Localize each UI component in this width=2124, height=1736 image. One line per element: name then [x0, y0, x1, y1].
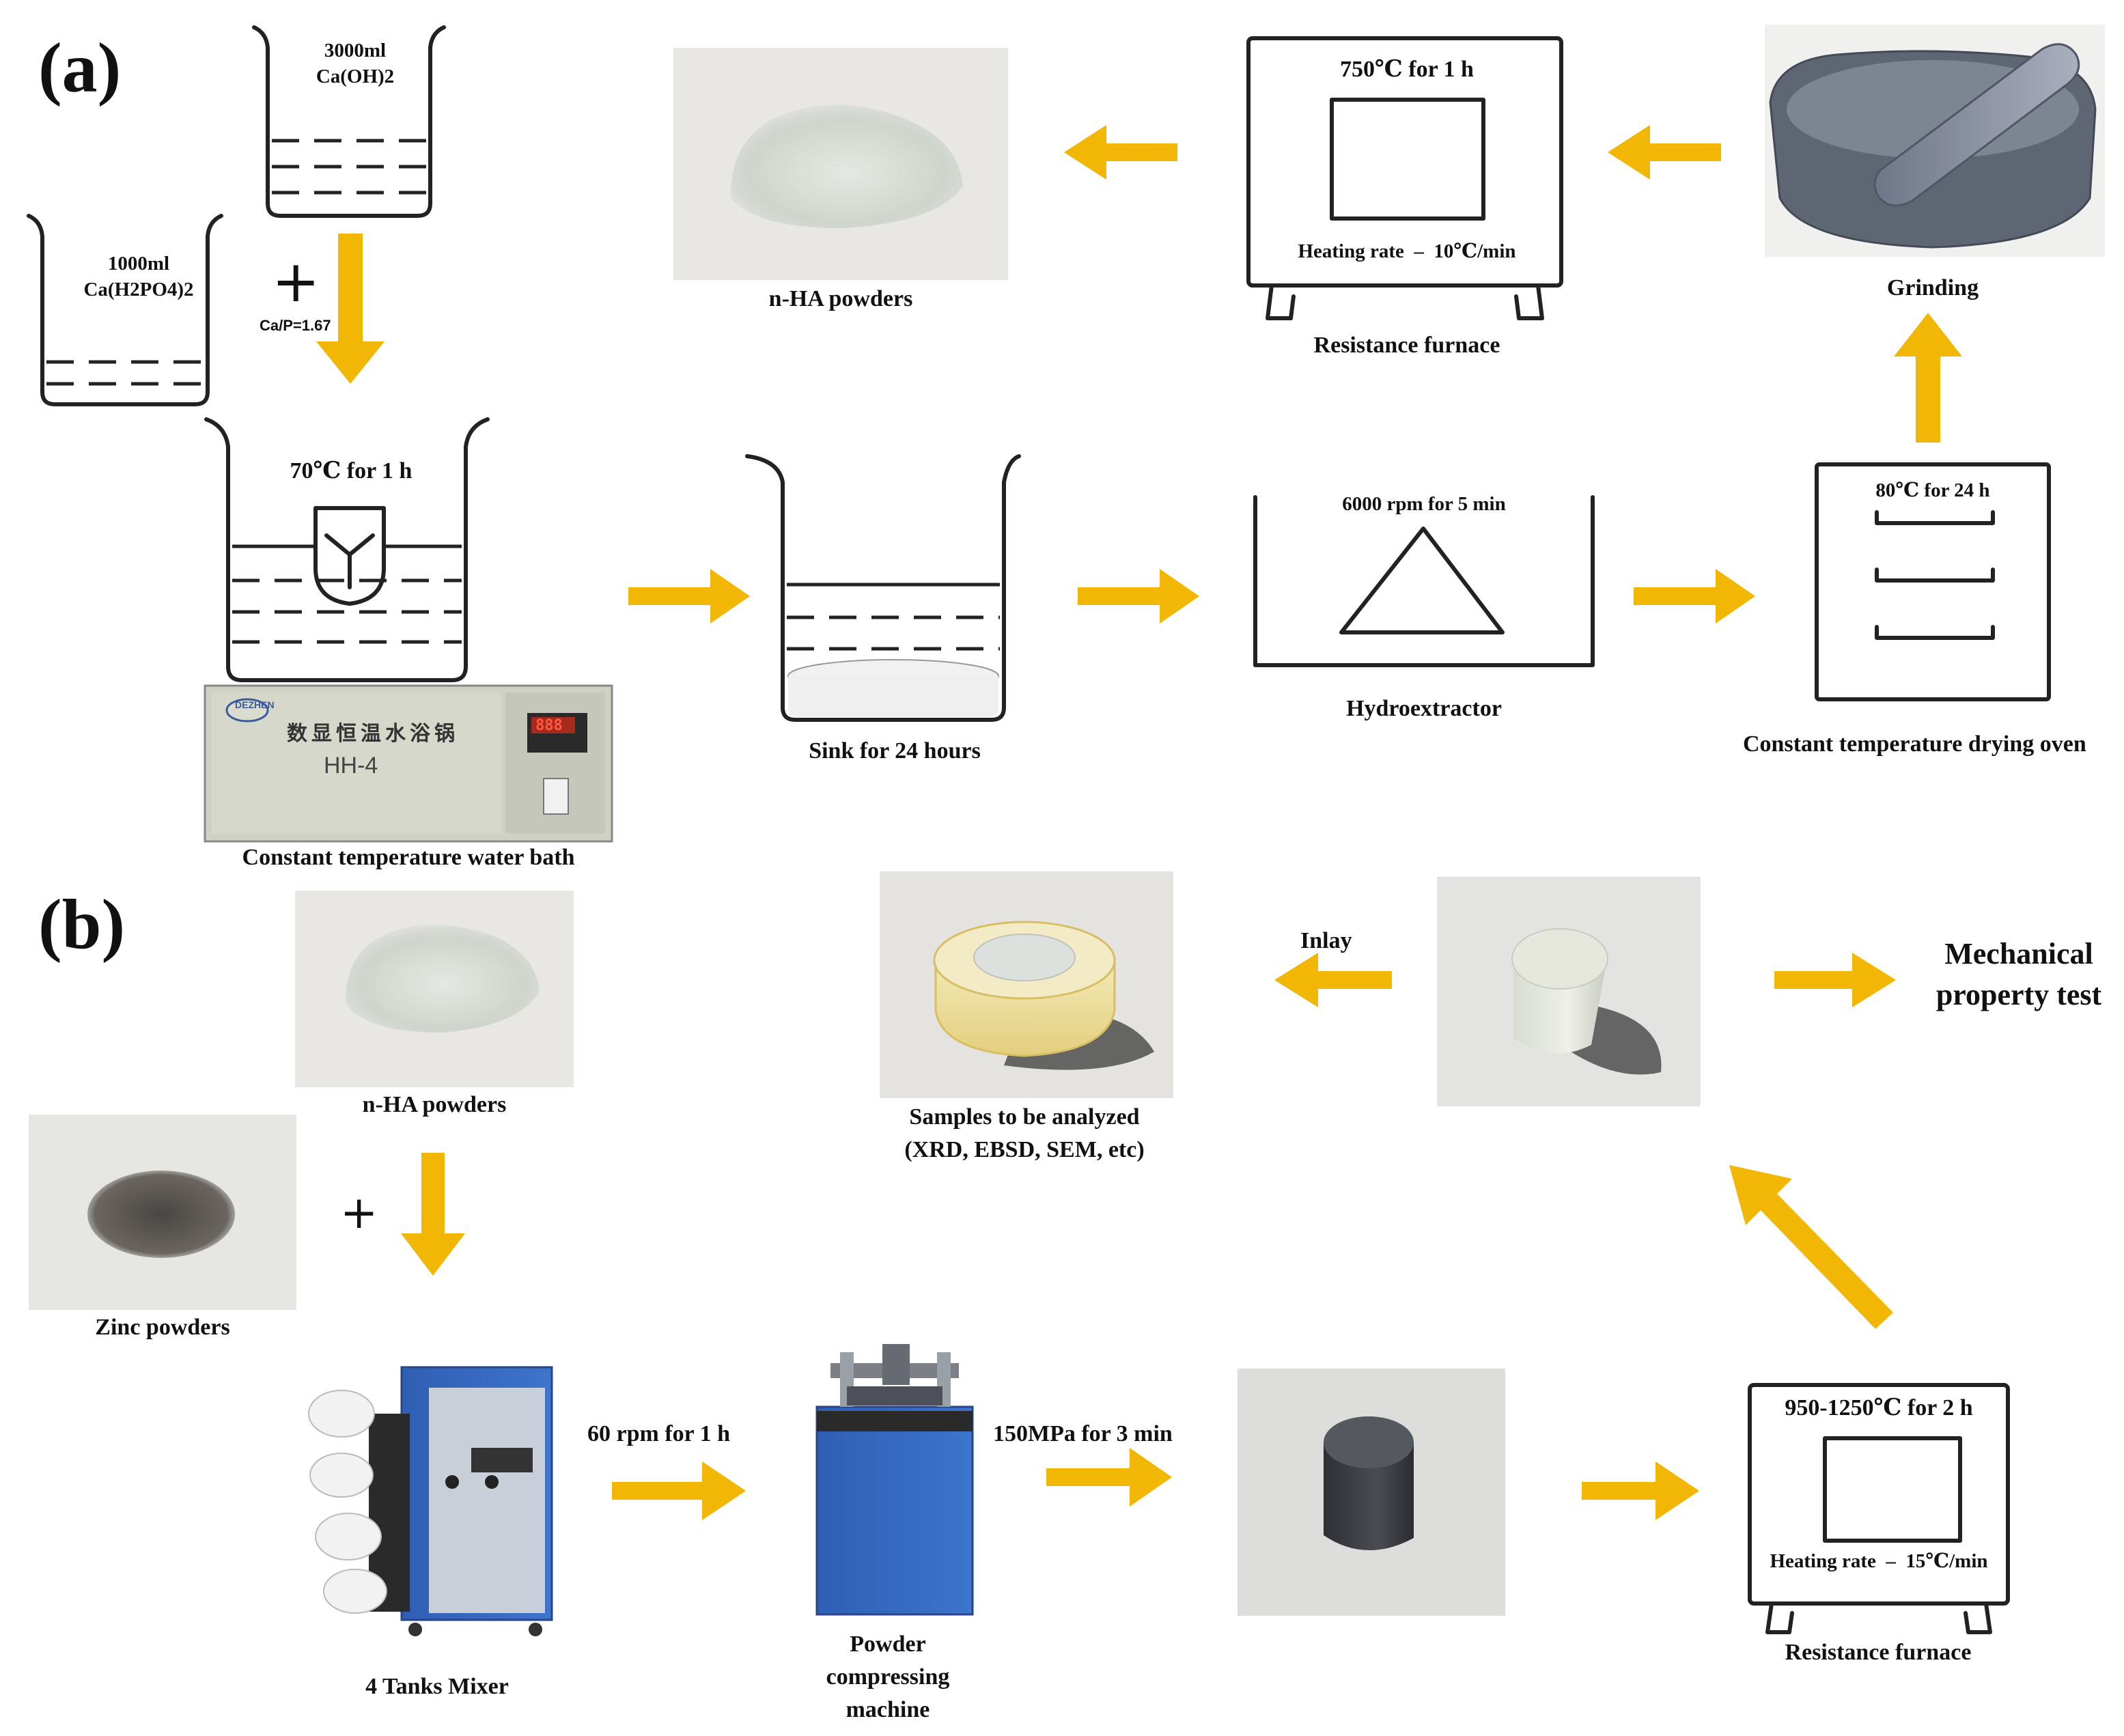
mixer-icon	[308, 1366, 553, 1636]
beaker-reaction-icon	[204, 417, 490, 682]
photo-nha-powder-b	[295, 891, 574, 1087]
arrow-right-mech-test	[1774, 953, 1896, 1007]
sink-caption: Sink for 24 hours	[809, 738, 981, 764]
furnace-a-window	[1330, 98, 1485, 221]
furnace-a-caption: Resistance furnace	[1313, 333, 1500, 358]
cah2po4-volume: 1000ml	[107, 253, 170, 275]
arrow-right-to-centrifuge	[1078, 569, 1199, 624]
oven-caption: Constant temperature drying oven	[1743, 731, 2086, 757]
furnace-b-foot-right	[1964, 1601, 1992, 1634]
mech-test-line-1: Mechanical	[1944, 937, 2093, 970]
drying-oven-icon	[1815, 462, 2051, 701]
plus-sign-a: +	[272, 248, 320, 315]
panel-label-b: (b)	[38, 885, 126, 964]
sediment-fill	[788, 676, 998, 717]
panel-label-a: (a)	[38, 29, 122, 107]
furnace-b-foot-left	[1765, 1601, 1794, 1634]
furnace-b-window	[1823, 1436, 1962, 1543]
zinc-caption: Zinc powders	[95, 1315, 230, 1340]
furnace-a-icon	[1246, 36, 1563, 288]
arrow-left-inlay	[1274, 953, 1392, 1007]
press-step: 150MPa for 3 min	[993, 1421, 1173, 1446]
arrow-right-to-press	[612, 1461, 746, 1520]
liquid-level-caoh2	[272, 139, 428, 195]
press-icon	[815, 1344, 974, 1616]
water-bath-chinese-label: 数显恒温水浴锅	[287, 722, 459, 746]
photo-zinc-powder	[29, 1115, 296, 1310]
arrow-down-mix	[316, 234, 385, 384]
green-compact-icon	[1238, 1369, 1505, 1616]
oven-shelf-2-icon	[1875, 568, 1995, 583]
press-caption-line-2: compressing	[826, 1664, 950, 1690]
press-caption-line-3: machine	[846, 1697, 930, 1722]
furnace-a-temp: 750℃ for 1 h	[1340, 57, 1474, 82]
arrow-right-to-sink	[628, 569, 750, 624]
photo-nha-powder-a	[673, 48, 1008, 280]
press-caption-line-1: Powder	[850, 1632, 926, 1657]
nha-caption-a: n-HA powders	[768, 286, 913, 311]
arrow-up-to-grinding	[1894, 313, 1962, 443]
liquid-level-sink	[787, 615, 1000, 651]
hydroextractor-caption: Hydroextractor	[1346, 696, 1502, 721]
centrifuge-rotor-icon	[1339, 527, 1505, 634]
centrifuge-icon	[1253, 495, 1595, 667]
oven-shelf-3-icon	[1875, 625, 1995, 640]
beaker-cah2po4-icon	[27, 214, 223, 406]
mortar-pestle-icon	[1765, 25, 2105, 257]
furnace-a-foot-left	[1266, 283, 1296, 320]
water-bath-model: HH-4	[324, 753, 378, 779]
water-bath-caption: Constant temperature water bath	[242, 845, 575, 870]
mixer-step: 60 rpm for 1 h	[587, 1421, 731, 1446]
caoh2-volume: 3000ml	[324, 40, 387, 61]
furnace-b-temp: 950-1250℃ for 2 h	[1785, 1395, 1973, 1420]
mixer-caption: 4 Tanks Mixer	[365, 1674, 509, 1699]
grinding-caption: Grinding	[1886, 275, 1979, 300]
arrow-diag-to-sample	[1729, 1165, 1893, 1329]
arrow-right-to-sinter	[1582, 1461, 1699, 1520]
furnace-b-rate: Heating rate – 15℃/min	[1770, 1550, 1988, 1572]
arrow-left-to-furnace	[1608, 125, 1721, 180]
sintered-sample-icon	[1437, 877, 1701, 1106]
ca-p-ratio: Ca/P=1.67	[260, 317, 331, 334]
arrow-down-zinc-mix	[401, 1153, 465, 1276]
water-bath-icon	[204, 684, 613, 843]
samples-caption-line-2: (XRD, EBSD, SEM, etc)	[904, 1137, 1145, 1162]
stirrer-icon	[313, 506, 386, 606]
arrow-right-to-oven	[1634, 569, 1755, 624]
hydroextractor-setting: 6000 rpm for 5 min	[1342, 493, 1506, 515]
water-bath-brand: DEZHEN	[235, 699, 275, 710]
plus-sign-b: +	[340, 1186, 378, 1239]
reaction-temp: 70℃ for 1 h	[290, 458, 413, 484]
cah2po4-chem: Ca(H2PO4)2	[83, 279, 194, 300]
inlay-label: Inlay	[1300, 928, 1352, 953]
water-bath-display: 888	[535, 717, 563, 734]
arrow-left-to-nha	[1064, 125, 1177, 180]
furnace-b-icon	[1748, 1383, 2010, 1606]
furnace-a-rate: Heating rate – 10℃/min	[1298, 240, 1516, 262]
liquid-level-cah2po4	[46, 360, 205, 386]
liquid-level-reaction	[232, 578, 462, 644]
arrow-right-to-compact	[1046, 1448, 1172, 1507]
oven-shelf-1-icon	[1875, 510, 1995, 525]
mech-test-line-2: property test	[1936, 978, 2102, 1011]
nha-caption-b: n-HA powders	[362, 1092, 507, 1117]
furnace-a-foot-right	[1514, 283, 1544, 320]
resin-mounted-sample-icon	[880, 871, 1173, 1098]
beaker-caoh2-icon	[252, 25, 446, 218]
oven-setting: 80℃ for 24 h	[1875, 479, 1990, 501]
furnace-b-caption: Resistance furnace	[1785, 1640, 1972, 1665]
samples-caption-line-1: Samples to be analyzed	[909, 1104, 1140, 1130]
beaker-sink-icon	[745, 454, 1021, 722]
caoh2-chem: Ca(OH)2	[316, 66, 395, 87]
